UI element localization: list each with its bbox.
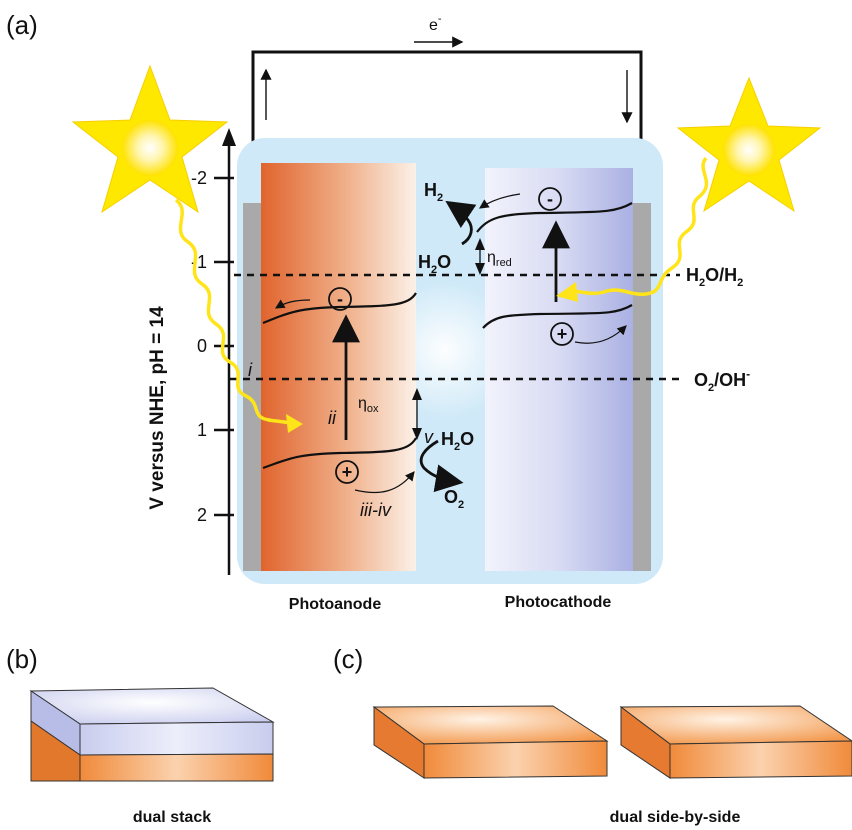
anode-o2: O2	[444, 487, 464, 511]
tick-label: -2	[191, 168, 207, 188]
photocathode-label: Photocathode	[505, 594, 612, 611]
photocathode-hole	[550, 322, 574, 346]
sun-left-icon	[71, 64, 229, 214]
panel-a-label: (a)	[6, 10, 38, 40]
photoanode-label: Photoanode	[289, 596, 382, 613]
side-by-side-slab-left	[372, 705, 609, 779]
dual-stack-slab	[29, 687, 275, 782]
cathode-h2o: H2O	[418, 252, 451, 276]
external-circuit	[251, 36, 643, 205]
tick-label: 0	[197, 336, 207, 356]
photoanode-hole-sign: +	[342, 462, 353, 482]
electron-flow-label: e-	[429, 13, 442, 34]
photoanode-contact	[243, 203, 261, 571]
h2o-h2-label: H2O/H2	[686, 265, 743, 289]
photoanode-body	[261, 163, 416, 571]
eta-red: ηred	[487, 249, 512, 269]
step-ii: ii	[328, 408, 337, 428]
tick-label: 2	[197, 505, 207, 525]
eta-ox: ηox	[358, 395, 379, 415]
dual-stack-caption: dual stack	[133, 809, 211, 826]
panel-b-label: (b)	[6, 644, 38, 674]
step-i: i	[248, 360, 253, 380]
step-iii-iv: iii-iv	[360, 500, 392, 520]
photocathode-body	[485, 168, 633, 571]
potential-axis	[214, 128, 236, 575]
photoanode-electron	[328, 287, 352, 311]
photocathode-electron	[538, 187, 562, 211]
cathode-h2: H2	[424, 180, 443, 204]
photocathode-bands	[445, 193, 633, 344]
photocathode-hole-sign: +	[557, 324, 568, 344]
panel-c-label: (c)	[333, 644, 363, 674]
anode-h2o: H2O	[441, 429, 474, 453]
photoanode-bands	[262, 292, 464, 494]
tick-label: 1	[197, 420, 207, 440]
photoanode-hole	[335, 460, 359, 484]
photocathode-contact	[633, 203, 651, 571]
photocathode-electron-sign: -	[547, 189, 553, 209]
side-by-side-slab-right	[619, 705, 852, 779]
sun-right-icon	[676, 76, 822, 213]
photoanode-electron-sign: -	[337, 289, 343, 309]
light-ray-left	[174, 198, 271, 422]
axis-title: V versus NHE, pH = 14	[147, 306, 168, 510]
light-ray-right	[571, 156, 709, 296]
side-by-side-caption: dual side-by-side	[610, 809, 741, 826]
o2-oh-label: O2/OH-	[694, 367, 750, 394]
step-v: v	[424, 427, 434, 447]
